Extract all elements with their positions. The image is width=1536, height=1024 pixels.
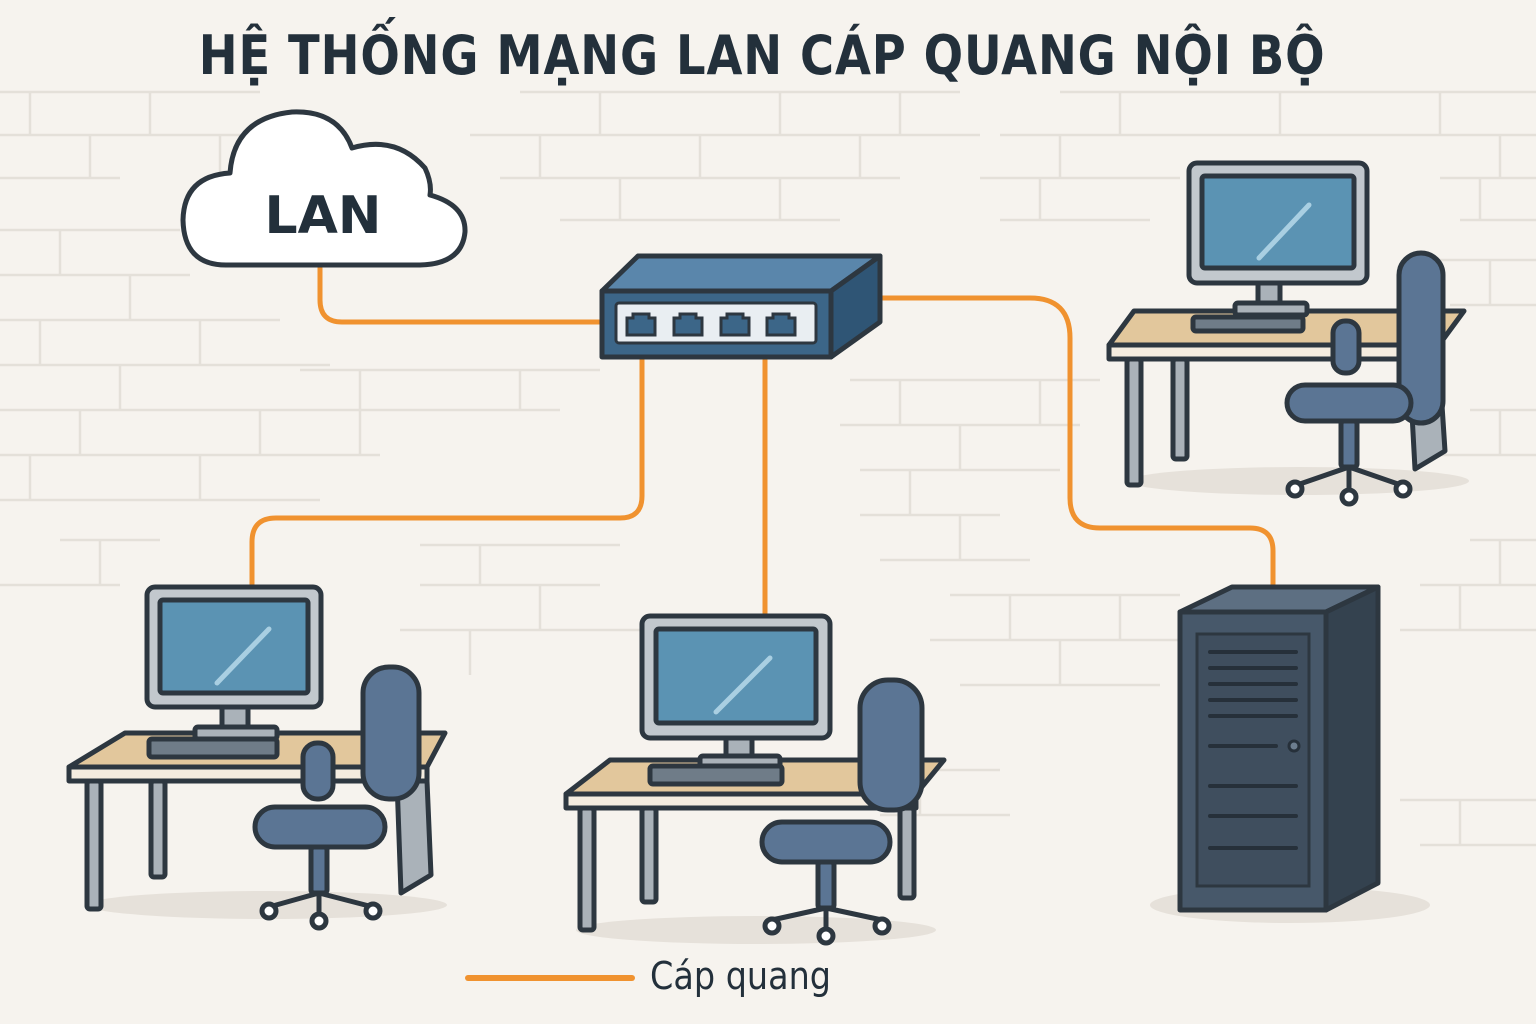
diagram-title: HỆ THỐNG MẠNG LAN CÁP QUANG NỘI BỘ	[198, 24, 1326, 87]
switch-ports	[625, 312, 797, 337]
office-chair	[1284, 250, 1446, 507]
switch-port-icon	[625, 312, 657, 337]
desk-leg	[84, 778, 104, 912]
desktop-computer-icon	[66, 584, 448, 931]
office-chair	[252, 664, 422, 931]
server-power-button	[1287, 739, 1301, 753]
cloud-icon	[180, 109, 468, 268]
desk-leg	[897, 805, 917, 901]
keyboard	[146, 736, 280, 760]
cloud-label: LAN	[265, 186, 382, 246]
server-side	[1323, 584, 1381, 913]
switch-port-icon	[765, 312, 797, 337]
desk-leg	[639, 805, 659, 905]
screen-glare	[214, 626, 272, 686]
desktop-computer-icon	[1106, 160, 1469, 507]
monitor-base	[1232, 300, 1310, 318]
cable-switch-to-workstation-bottom-left	[249, 357, 645, 591]
switch-port-icon	[719, 312, 751, 337]
legend-label: Cáp quang	[650, 954, 832, 998]
desk-leg	[1124, 356, 1144, 488]
office-chair	[759, 677, 925, 946]
monitor-screen	[653, 626, 819, 726]
cable-switch-to-workstation-top-right	[877, 295, 1276, 589]
lan-cloud: LAN	[180, 109, 468, 268]
cable-cloud-to-switch	[317, 265, 607, 325]
desk-front	[1106, 342, 1442, 362]
switch-port-icon	[672, 312, 704, 337]
server-vents	[1208, 650, 1298, 850]
monitor-screen	[1199, 173, 1357, 271]
monitor-screen	[157, 597, 311, 696]
desktop-computer-icon	[563, 613, 947, 946]
server-panel	[1195, 632, 1311, 888]
workstation-top-right	[1106, 160, 1469, 507]
screen-glare	[1256, 202, 1312, 261]
keyboard	[647, 763, 785, 787]
desk-leg	[1170, 356, 1190, 462]
desk-leg	[148, 778, 168, 880]
brick-wall-background	[0, 90, 1536, 847]
keyboard	[1190, 314, 1306, 334]
screen-glare	[713, 655, 773, 715]
fiber-cables	[249, 265, 1276, 617]
server-tower	[1150, 584, 1430, 923]
desk-leg	[577, 805, 597, 933]
desk-front	[66, 764, 430, 784]
workstation-bottom-center	[563, 613, 947, 946]
network-switch	[599, 253, 883, 360]
workstation-bottom-left	[66, 584, 448, 931]
